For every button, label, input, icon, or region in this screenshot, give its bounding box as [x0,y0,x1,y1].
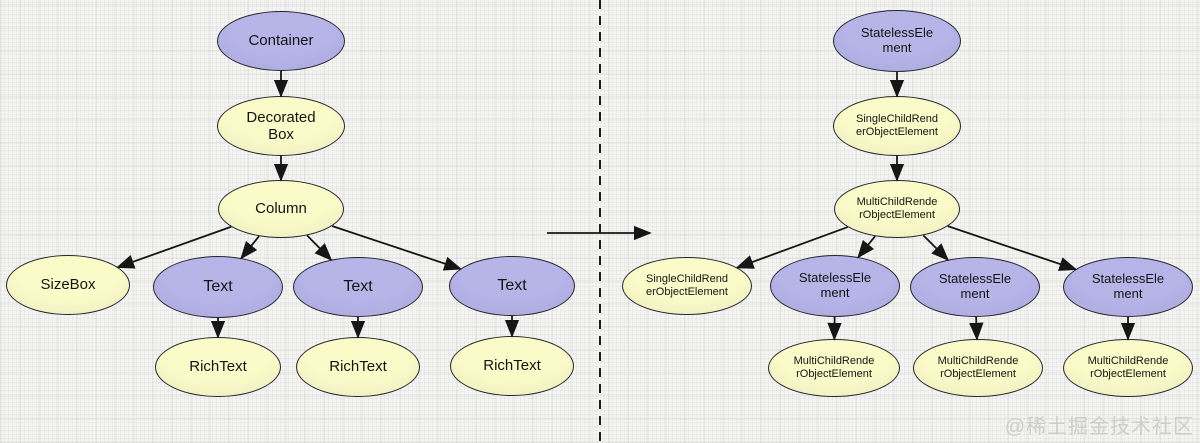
node-label: Text [497,277,526,295]
node-label-line: RichText [329,358,387,376]
node-label-line: erObjectElement [856,126,938,138]
node-label-line: rObjectElement [940,368,1016,380]
node-label-line: RichText [189,358,247,376]
node-label: RichText [189,358,247,375]
widget-tree-node-richtext2: RichText [296,337,420,397]
node-label-line: RichText [483,357,541,375]
node-label: Text [203,278,232,296]
widget-tree-node-text3: Text [449,256,575,316]
node-label-line: Container [248,32,314,50]
node-label-line: MultiChildRende [856,196,938,209]
node-label-line: Box [268,126,294,143]
node-label-line: MultiChildRende [1087,355,1169,368]
node-label-line: MultiChildRende [793,355,875,368]
widget-tree-node-text2: Text [293,257,423,317]
node-label-line: rObjectElement [1090,368,1166,380]
node-label-line: Text [203,277,233,295]
widget-tree-node-richtext3: RichText [450,336,574,396]
node-label-line: StatelessEle [1091,271,1165,287]
node-label: SizeBox [40,276,95,293]
node-label-line: Decorated [246,108,316,126]
node-label-line: Column [255,200,307,218]
node-label-line: ment [882,40,912,55]
widget-tree-node-column: Column [218,180,344,238]
node-label-line: MultiChildRende [937,355,1019,368]
node-label: Column [255,200,307,217]
node-label-line: rObjectElement [859,209,935,221]
widget-tree-node-richtext1: RichText [155,337,281,397]
node-label-line: StatelessEle [938,271,1012,287]
widget-tree-node-container: Container [217,11,345,71]
node-label-line: SizeBox [40,276,96,294]
node-label-line: erObjectElement [646,286,728,298]
node-label: RichText [329,358,387,375]
node-label-line: Text [343,277,373,295]
node-label: Text [343,278,372,296]
node-label-line: ment [1113,286,1143,301]
widget-tree-node-text1: Text [153,256,283,318]
node-label-line: ment [820,285,850,300]
node-label-line: ment [960,286,990,301]
node-label-line: rObjectElement [796,368,872,380]
node-label-line: SingleChildRend [856,113,938,126]
node-label-line: StatelessEle [798,270,872,286]
node-label-line: SingleChildRend [646,273,728,286]
widget-tree-node-sizebox: SizeBox [6,255,130,315]
node-label: RichText [483,357,541,374]
node-label: Container [248,32,313,49]
watermark: @稀土掘金技术社区 [1004,416,1194,438]
node-label-line: StatelessEle [860,25,934,41]
node-label-line: Text [497,276,527,294]
